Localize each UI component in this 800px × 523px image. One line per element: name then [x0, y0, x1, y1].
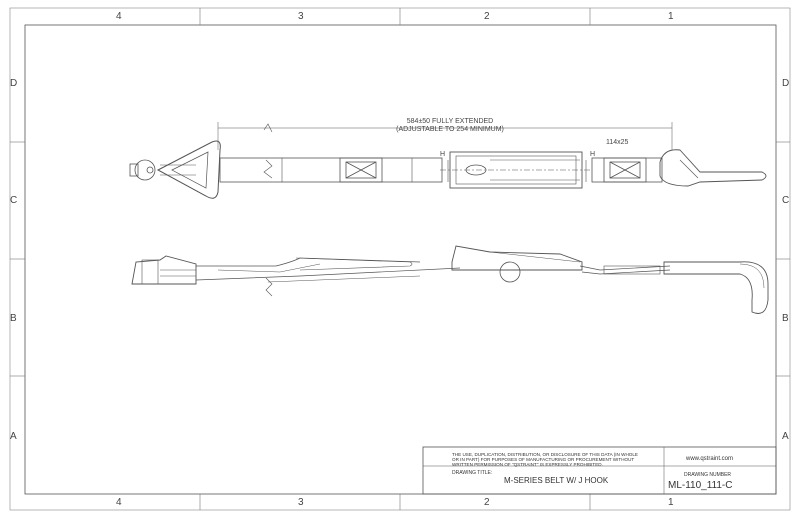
zone-right-d: D [782, 78, 790, 89]
disclaimer-text: THE USE, DUPLICATION, DISTRIBUTION, OR D… [452, 452, 638, 468]
stitch-box-left [339, 157, 383, 183]
zone-left-b: B [10, 313, 17, 324]
zone-bottom-2: 2 [484, 497, 490, 508]
zone-top-3: 3 [298, 11, 304, 22]
overall-dimension-line2: (ADJUSTABLE TO 254 MINIMUM) [396, 126, 504, 133]
outer-frame [9, 7, 791, 511]
zone-top-4: 4 [116, 11, 122, 22]
drawing-number-label: DRAWING NUMBER [684, 472, 732, 478]
top-view-assembly [129, 122, 767, 199]
delta-ring [156, 140, 221, 199]
zone-right-a: A [782, 431, 789, 442]
title-block-frame [422, 446, 777, 495]
zone-bottom-3: 3 [298, 497, 304, 508]
inner-border [24, 24, 777, 495]
zone-top-1: 1 [668, 11, 674, 22]
overall-dimension-line1: 584±50 FULLY EXTENDED [406, 118, 494, 125]
website-text: www.qstraint.com [686, 456, 734, 462]
ratchet-gear [499, 261, 521, 283]
overall-dimension: 584±50 FULLY EXTENDED (ADJUSTABLE TO 254… [360, 118, 540, 134]
section-mark-left: H [440, 151, 446, 158]
zone-left-c: C [10, 195, 18, 206]
drawing-number: ML-110_111-C [668, 480, 733, 491]
zone-bottom-4: 4 [116, 497, 122, 508]
j-hook-top [659, 149, 767, 187]
zone-ticks [10, 8, 790, 510]
zone-bottom-1: 1 [668, 497, 674, 508]
anchor-side [131, 255, 197, 285]
zone-left-a: A [10, 431, 17, 442]
ratchet-buckle-side [451, 245, 583, 271]
anchor-fitting [134, 159, 156, 181]
zone-right-b: B [782, 313, 789, 324]
zone-left-d: D [10, 78, 18, 89]
j-hook-side [663, 261, 769, 314]
section-mark-right: H [590, 151, 596, 158]
webbing-dimension: 114x25 [606, 139, 629, 146]
zone-right-c: C [782, 195, 790, 206]
drawing-title: M-SERIES BELT W/ J HOOK [504, 476, 609, 485]
zone-top-2: 2 [484, 11, 490, 22]
webbing-left [219, 157, 443, 183]
drawing-title-label: DRAWING TITLE: [452, 470, 493, 476]
side-view-assembly [131, 245, 769, 314]
stitch-box-right [603, 157, 647, 183]
